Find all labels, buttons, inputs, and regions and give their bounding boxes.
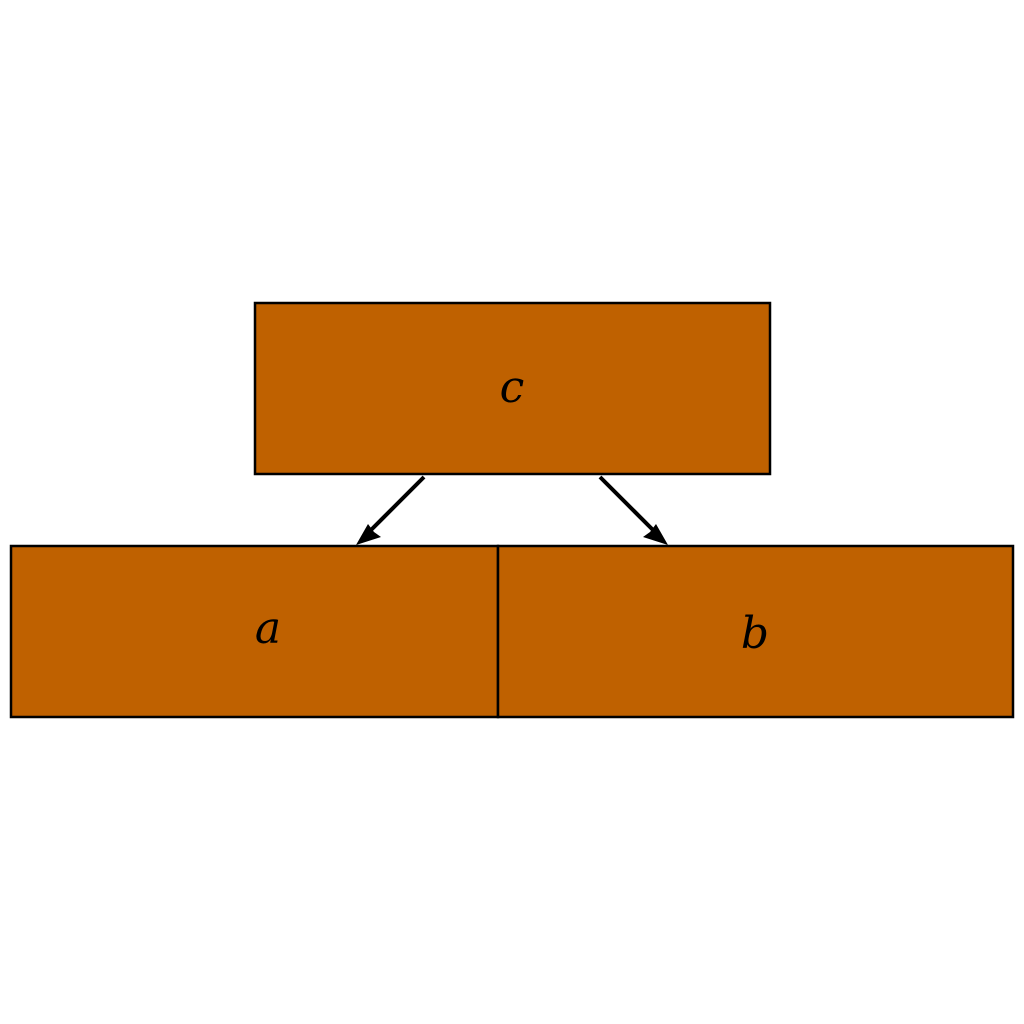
edge-c-to-b: [598, 475, 668, 545]
edge-c-to-a-arrow-icon: [356, 524, 381, 545]
node-c-box: [253, 301, 772, 476]
edge-c-to-a: [356, 475, 426, 545]
node-b: b: [496, 544, 1015, 719]
node-a-box: [9, 544, 500, 719]
node-a: a: [9, 544, 500, 719]
node-b-box: [496, 544, 1015, 719]
node-c: c: [253, 301, 772, 476]
node-c-label: c: [500, 362, 525, 413]
edge-c-to-a-line: [365, 475, 426, 536]
node-a-label: a: [255, 603, 281, 654]
edge-c-to-b-arrow-icon: [643, 524, 668, 545]
edge-c-to-b-line: [598, 475, 659, 536]
node-b-label: b: [741, 608, 769, 659]
